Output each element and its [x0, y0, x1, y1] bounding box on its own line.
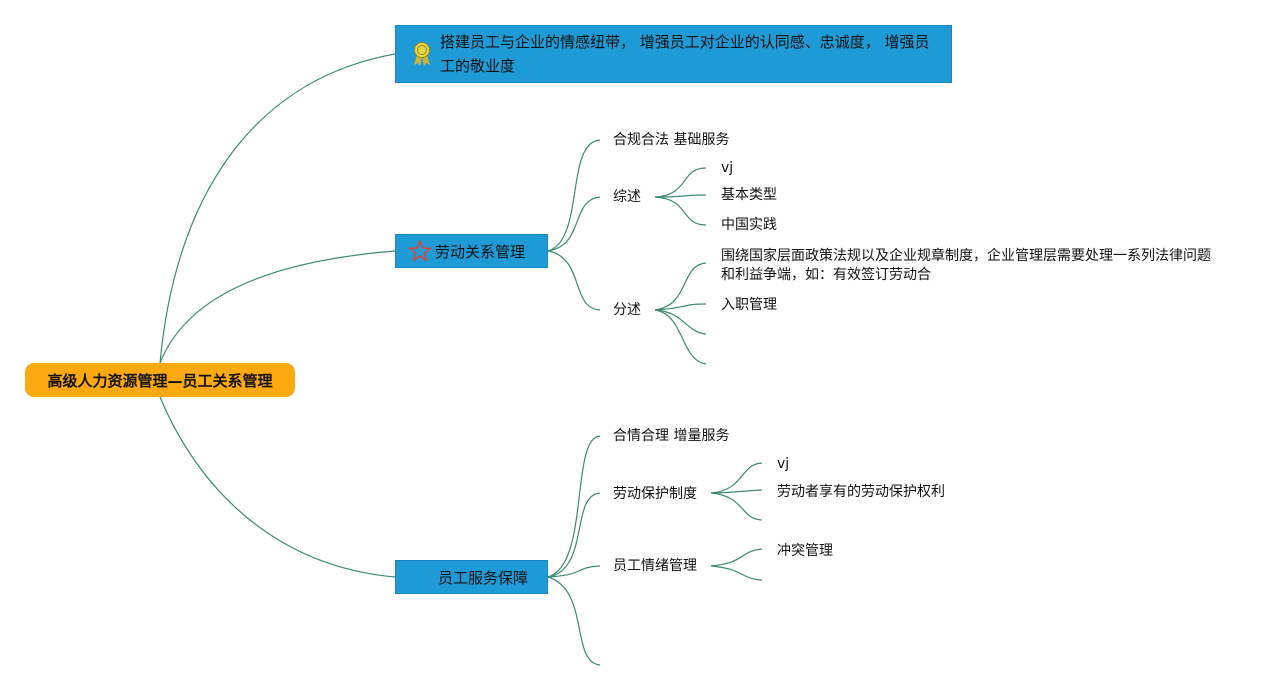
topic-labor-relations[interactable]: 劳动关系管理: [395, 234, 548, 268]
root-topic-label: 高级人力资源管理—员工关系管理: [47, 371, 273, 390]
connector-branch2-overview: [547, 196, 601, 252]
subtopic-overview[interactable]: 综述: [613, 189, 641, 205]
connector-branch3-protection: [547, 492, 601, 578]
overview-item-china-practice[interactable]: 中国实践: [721, 217, 777, 233]
connector-root-branch3: [159, 396, 396, 578]
connector-emotion-conflict: [710, 548, 763, 567]
connector-detail-onboard: [654, 303, 707, 311]
root-topic[interactable]: 高级人力资源管理—员工关系管理: [25, 363, 295, 397]
topic-employee-service[interactable]: 员工服务保障: [395, 560, 548, 594]
emotion-item-conflict[interactable]: 冲突管理: [777, 543, 833, 559]
detail-item-onboarding[interactable]: 入职管理: [721, 297, 777, 313]
overview-item-vj[interactable]: vj: [721, 160, 734, 176]
connector-protection-vj: [710, 462, 763, 494]
topic-emotional-bond[interactable]: 搭建员工与企业的情感纽带， 增强员工对企业的认同感、忠诚度， 增强员工的敬业度: [395, 25, 952, 83]
connector-detail-empty2: [654, 309, 707, 365]
protection-item-vj[interactable]: vj: [777, 456, 790, 472]
subtopic-compliance[interactable]: 合规合法 基础服务: [613, 132, 730, 148]
subtopic-emotion-management[interactable]: 员工情绪管理: [613, 558, 697, 574]
award-ribbon-icon: [412, 41, 432, 67]
connector-root-branch1: [159, 53, 396, 364]
detail-item-legal-issues[interactable]: 围绕国家层面政策法规以及企业规章制度，企业管理层需要处理一系列法律问题和利益争端…: [721, 248, 1211, 283]
connector-branch2-compliance: [547, 139, 601, 252]
connector-root-branch2: [159, 250, 396, 364]
star-icon: [408, 239, 432, 263]
protection-item-rights[interactable]: 劳动者享有的劳动保护权利: [777, 484, 945, 500]
connector-protection-empty: [710, 492, 763, 521]
subtopic-labor-protection[interactable]: 劳动保护制度: [613, 486, 697, 502]
topic-employee-service-label: 员工服务保障: [438, 568, 529, 587]
subtopic-reasonable-service[interactable]: 合情合理 增量服务: [613, 428, 730, 444]
topic-emotional-bond-label: 搭建员工与企业的情感纽带， 增强员工对企业的认同感、忠诚度， 增强员工的敬业度: [440, 33, 930, 75]
connector-overview-china: [654, 196, 707, 226]
topic-labor-relations-label: 劳动关系管理: [435, 242, 526, 261]
connector-detail-empty1: [654, 309, 707, 335]
overview-item-basic-types[interactable]: 基本类型: [721, 187, 777, 203]
connector-branch3-empty: [547, 576, 601, 666]
connector-branch2-detail: [547, 250, 601, 311]
connector-emotion-empty: [710, 565, 763, 581]
connector-detail-law: [654, 262, 707, 311]
subtopic-detail[interactable]: 分述: [613, 302, 641, 318]
connector-overview-types: [654, 194, 707, 198]
connector-branch3-emotion: [547, 565, 601, 578]
connector-branch3-reasonable: [547, 435, 601, 578]
connector-overview-vj: [654, 167, 707, 198]
connector-protection-rights: [710, 489, 763, 494]
